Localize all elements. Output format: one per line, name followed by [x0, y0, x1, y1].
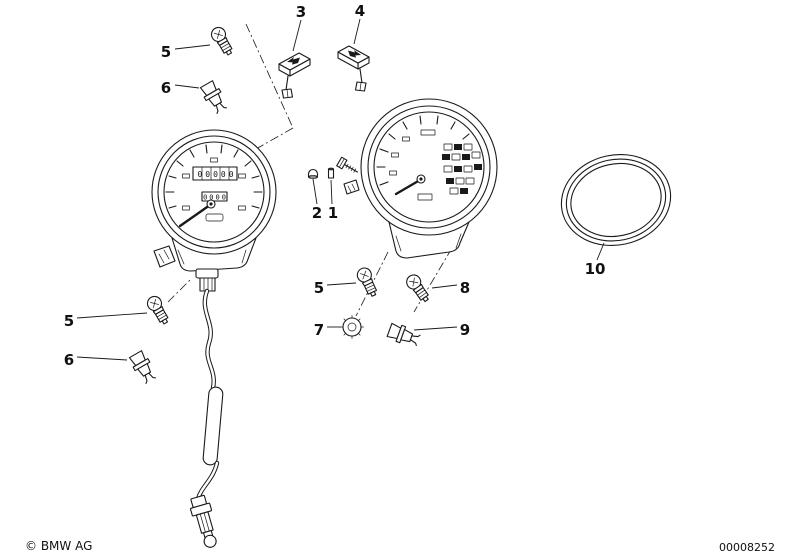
cap-nut-illustration — [307, 168, 319, 179]
odometer-digits: 00000 — [197, 170, 236, 179]
sleeve-illustration — [327, 167, 335, 179]
speedometer-cable-illustration — [190, 288, 224, 548]
bulb-illustration-left — [144, 293, 173, 328]
callout-5-center: 5 — [314, 279, 324, 297]
bulb-illustration-top — [208, 24, 237, 59]
tachometer-illustration — [343, 98, 498, 259]
callout-8: 8 — [460, 279, 470, 297]
trim-ring-illustration — [560, 153, 672, 247]
speedometer-brand-plate — [205, 213, 224, 222]
callout-6-left: 6 — [64, 351, 74, 369]
trip-odometer-digits: 0000 — [203, 194, 228, 202]
odometer-window: 00000 — [192, 166, 238, 181]
tachometer-tick-marks — [376, 115, 470, 186]
callout-6-top: 6 — [161, 79, 171, 97]
callout-2: 2 — [312, 204, 322, 222]
socket-illustration-top — [198, 79, 230, 116]
socket-illustration-right — [386, 321, 422, 349]
callout-7: 7 — [314, 321, 324, 339]
socket-illustration-left — [127, 349, 159, 386]
speedometer-numeral-blocks — [182, 157, 246, 211]
tachometer-needle — [394, 178, 422, 196]
callout-10: 10 — [585, 260, 606, 278]
copyright-text: © BMW AG — [25, 539, 92, 553]
callout-4: 4 — [355, 2, 365, 20]
callout-9: 9 — [460, 321, 470, 339]
bulb-illustration-center — [354, 265, 381, 299]
speedometer-cable-ferrule — [195, 268, 219, 292]
callout-5-left: 5 — [64, 312, 74, 330]
speedometer-needle — [178, 203, 212, 228]
speedometer-tick-marks — [165, 144, 263, 209]
callout-leader-lines — [76, 18, 605, 361]
screw-illustration — [336, 156, 358, 173]
tachometer-numeral-blocks — [389, 129, 436, 176]
trip-odometer-window: 0000 — [201, 191, 228, 202]
tachometer-label-plate — [417, 193, 433, 201]
cable-connector — [190, 494, 217, 548]
indicator-cover-right-illustration — [337, 45, 370, 92]
document-number: 00008252 — [719, 541, 775, 554]
indicator-cover-left-illustration — [278, 52, 311, 99]
callout-3: 3 — [296, 3, 306, 21]
callout-1: 1 — [328, 204, 338, 222]
warning-light-cluster — [442, 143, 482, 195]
socket-back-illustration — [340, 315, 364, 339]
callout-5-top: 5 — [161, 43, 171, 61]
speedometer-illustration: 00000 0000 — [151, 129, 277, 292]
